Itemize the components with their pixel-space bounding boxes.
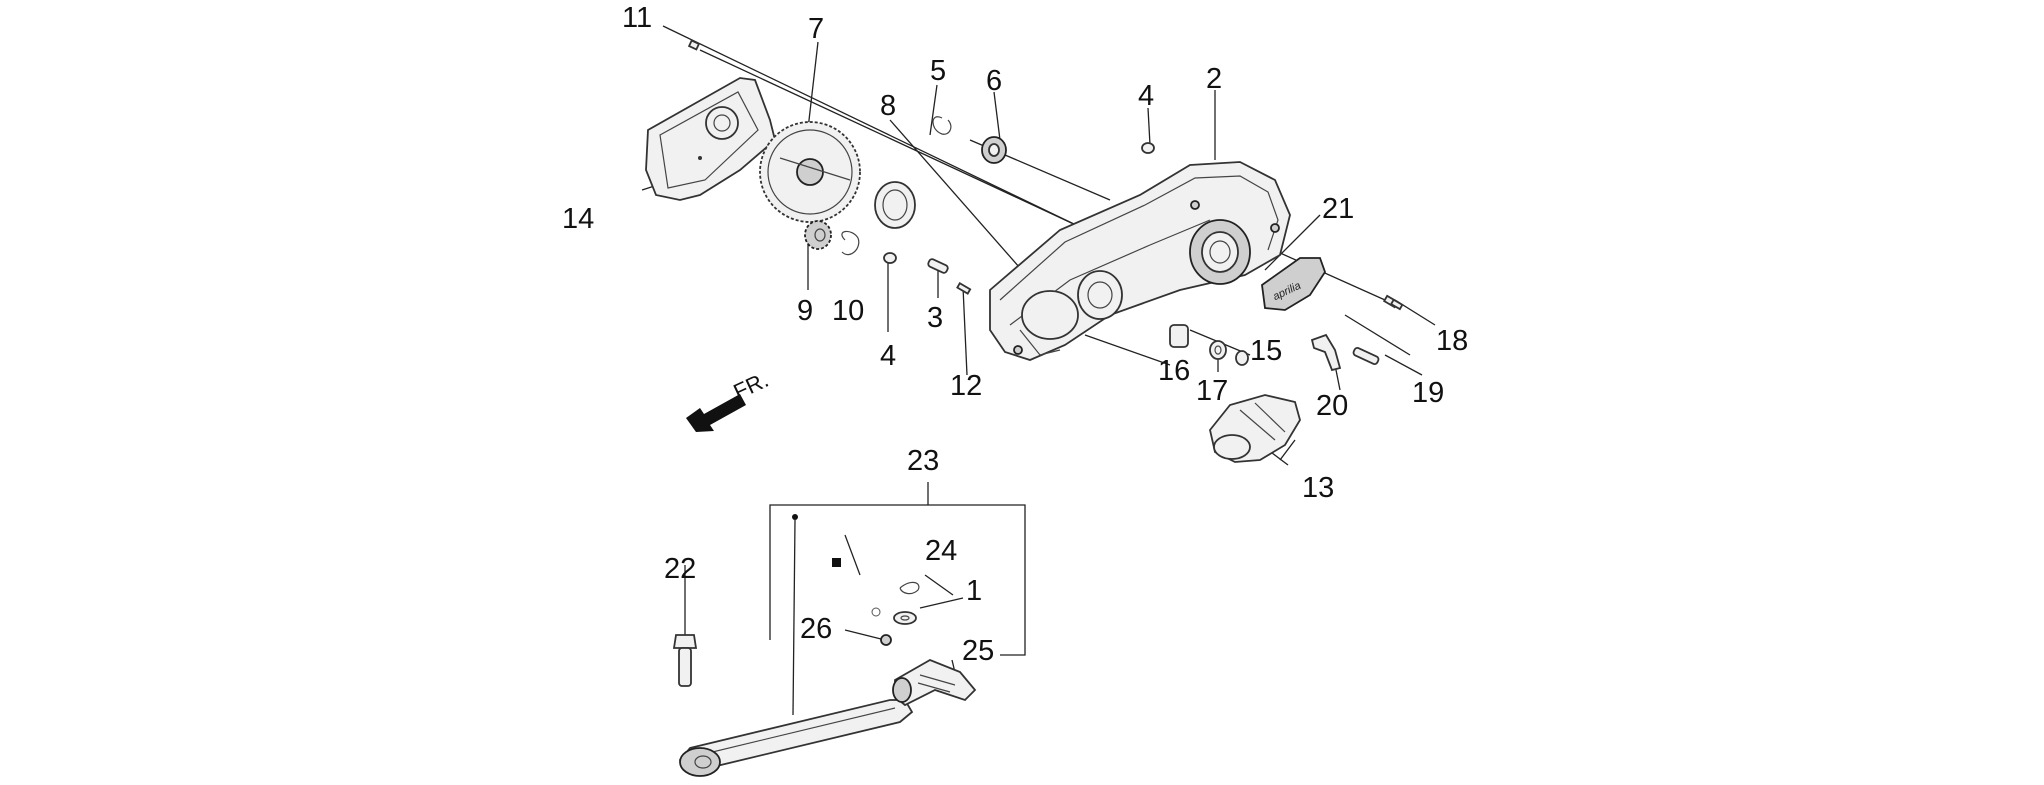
callout-6: 6 [986,65,1002,97]
callout-2: 2 [1206,63,1222,95]
part-5-circlip [932,116,952,135]
part-21-logo-cover: aprilia [1261,257,1326,311]
callout-26: 26 [800,613,832,645]
callout-10: 10 [832,295,864,327]
callout-23: 23 [907,445,939,477]
part-13-air-duct [1209,394,1301,463]
part-9-small-gear [804,220,832,250]
part-24-clip [899,581,920,595]
callout-24: 24 [925,535,957,567]
part-8-ring [874,181,916,229]
callout-4-bottom: 4 [880,340,896,372]
part-23-kick-start-lever [678,699,914,777]
callout-4-top: 4 [1138,80,1154,112]
callout-1: 1 [966,575,982,607]
callout-7: 7 [808,13,824,45]
part-22-bolt [672,634,698,687]
callout-14: 14 [562,203,594,235]
part-2-transmission-cover [989,161,1291,361]
part-16-bushing [1169,324,1189,348]
callout-20: 20 [1316,390,1348,422]
part-25-pedal [892,659,977,707]
callout-labels: 11 7 5 6 8 4 2 21 14 9 10 3 4 12 16 17 1… [562,2,1468,667]
callout-13: 13 [1302,472,1334,504]
part-26-nut [880,634,892,646]
part-17-washer [1209,340,1227,360]
part-1-washer [893,611,917,625]
callout-16: 16 [1158,355,1190,387]
callout-17: 17 [1196,375,1228,407]
callout-19: 19 [1412,377,1444,409]
callout-11: 11 [622,2,652,34]
part-6-bearing [981,136,1007,164]
callout-5: 5 [930,55,946,87]
callout-12: 12 [950,370,982,402]
part-14-cover-plate [645,77,777,201]
callout-25: 25 [962,635,994,667]
part-10-spring-clip [841,230,860,256]
callout-22: 22 [664,553,696,585]
callout-8: 8 [880,90,896,122]
part-20-bracket [1310,333,1342,372]
fasteners [687,39,1404,366]
callout-3: 3 [927,302,943,334]
callout-9: 9 [797,295,813,327]
part-7-large-gear [759,121,861,223]
front-direction-arrow: FR. [686,367,772,432]
callout-18: 18 [1436,325,1468,357]
part-23-marker [792,514,881,617]
callout-15: 15 [1250,335,1282,367]
part-15-ring [1235,350,1249,366]
callout-21: 21 [1322,193,1354,225]
